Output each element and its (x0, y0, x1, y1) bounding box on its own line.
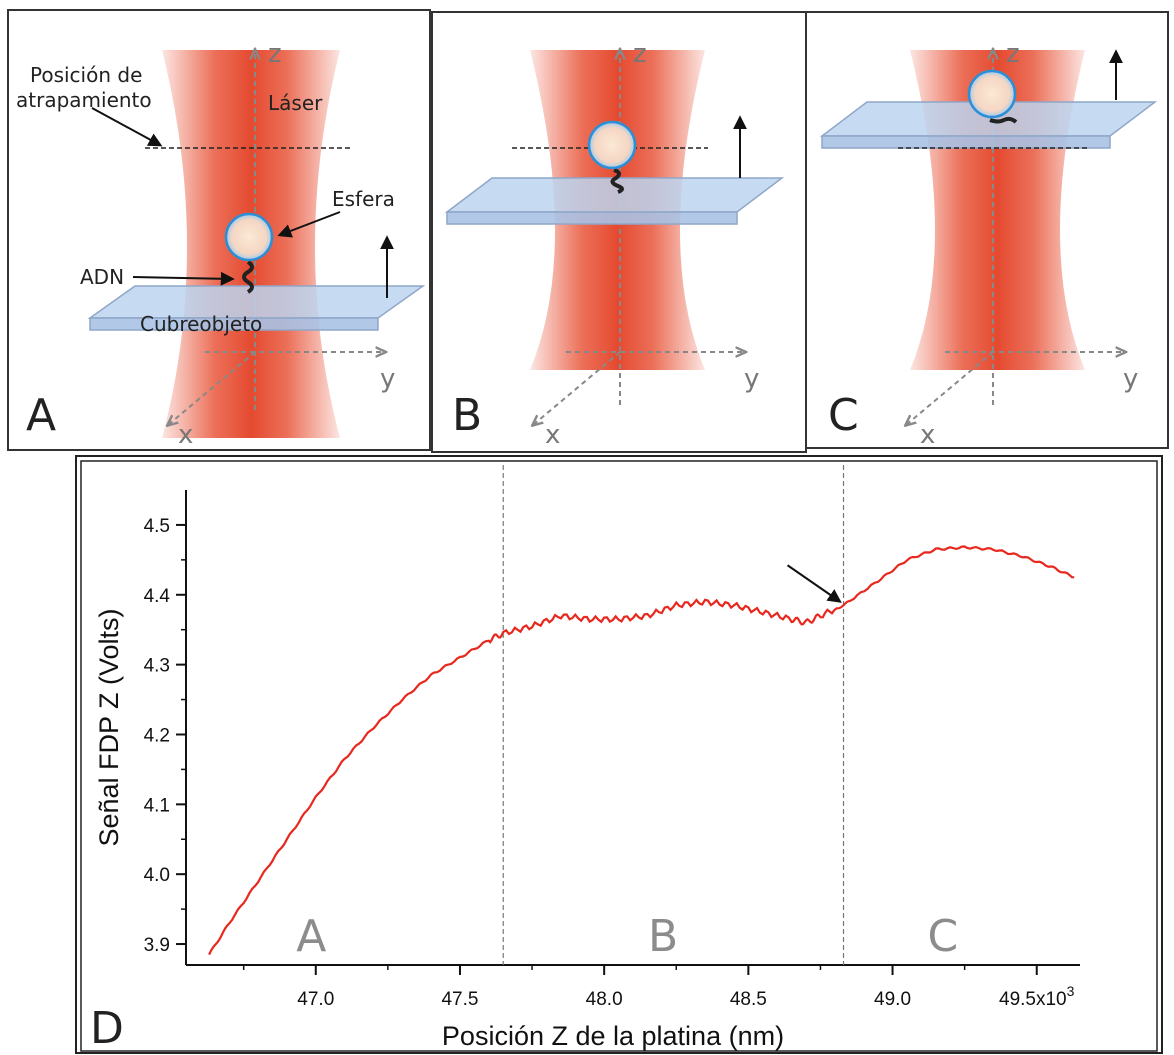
panel-a: z y x Posición de atrapamiento Láser Esf… (7, 9, 431, 451)
x-axis-line (533, 351, 621, 425)
sphere-arrow (277, 211, 341, 238)
y-tick-label: 4.4 (144, 586, 171, 607)
panel-d-frame-inner (80, 460, 1158, 1052)
panel-b: z y x B (431, 11, 807, 453)
trap-label-line1: Posición de (30, 63, 142, 87)
y-axis-label: y (744, 364, 759, 394)
signal-trace (208, 545, 1075, 956)
dna-strand (610, 168, 624, 194)
annotation-arrow (786, 564, 842, 603)
panel-c-letter: C (828, 390, 859, 441)
sphere (587, 120, 637, 170)
x-axis-label: x (545, 420, 560, 450)
coverslip-edge (89, 317, 379, 331)
y-axis-label: y (1123, 364, 1138, 394)
trap-label-line2: atrapamiento (16, 88, 152, 112)
y-tick-label: 4.2 (144, 725, 170, 746)
coverslip-label: Cubreobjeto (140, 312, 262, 336)
laser-label: Láser (268, 91, 323, 115)
region-label: A (296, 911, 326, 962)
z-axis-label: z (633, 39, 647, 69)
panel-d: D 3.9 4.0 4.1 4.2 4.3 4.4 4.5 47.0 47.5 48.0 48.5 4… (75, 455, 1163, 1054)
x-axis-line (168, 351, 256, 425)
x-tick-label: 49.0 (874, 989, 911, 1010)
dna-label: ADN (80, 265, 124, 289)
y-tick-label: 4.5 (144, 516, 170, 537)
sphere-label: Esfera (332, 187, 395, 211)
x-tick-label: 48.0 (586, 989, 623, 1010)
signal-chart: 3.9 4.0 4.1 4.2 4.3 4.4 4.5 47.0 47.5 48.0 48.5 49.… (94, 465, 1080, 1051)
x-axis-label: x (920, 420, 935, 450)
y-axis-title: Señal FDP Z (Volts) (94, 608, 124, 846)
x-axis-label: x (178, 420, 193, 450)
x-tick-label: 48.5 (730, 989, 767, 1010)
trap-arrow (91, 107, 163, 147)
y-axis-label: y (380, 364, 395, 394)
x-axis-line (906, 351, 994, 425)
y-tick-label: 4.3 (144, 656, 170, 677)
sphere (967, 69, 1017, 119)
coverslip-edge (821, 135, 1111, 149)
panel-d-letter: D (90, 1003, 124, 1054)
y-tick-label: 4.0 (144, 865, 170, 886)
x-tick-label: 47.0 (297, 989, 334, 1010)
z-axis-label: z (268, 39, 282, 69)
dna-strand (242, 260, 254, 294)
dna-arrow (132, 271, 235, 286)
y-tick-label: 4.1 (144, 795, 170, 816)
panel-c: z y x C (805, 11, 1169, 450)
panel-a-letter: A (26, 390, 56, 441)
z-axis-label: z (1006, 39, 1020, 69)
region-label: C (928, 911, 959, 962)
y-tick-label: 3.9 (144, 935, 170, 956)
panel-b-letter: B (452, 390, 482, 441)
sphere (224, 212, 274, 262)
region-label: B (648, 911, 678, 962)
dna-strand (989, 116, 1018, 124)
x-tick-label: 47.5 (441, 989, 478, 1010)
panel-d-frame-outer (75, 455, 1163, 1054)
coverslip-edge (446, 211, 738, 225)
x-axis-title: Posición Z de la platina (nm) (442, 1021, 784, 1051)
